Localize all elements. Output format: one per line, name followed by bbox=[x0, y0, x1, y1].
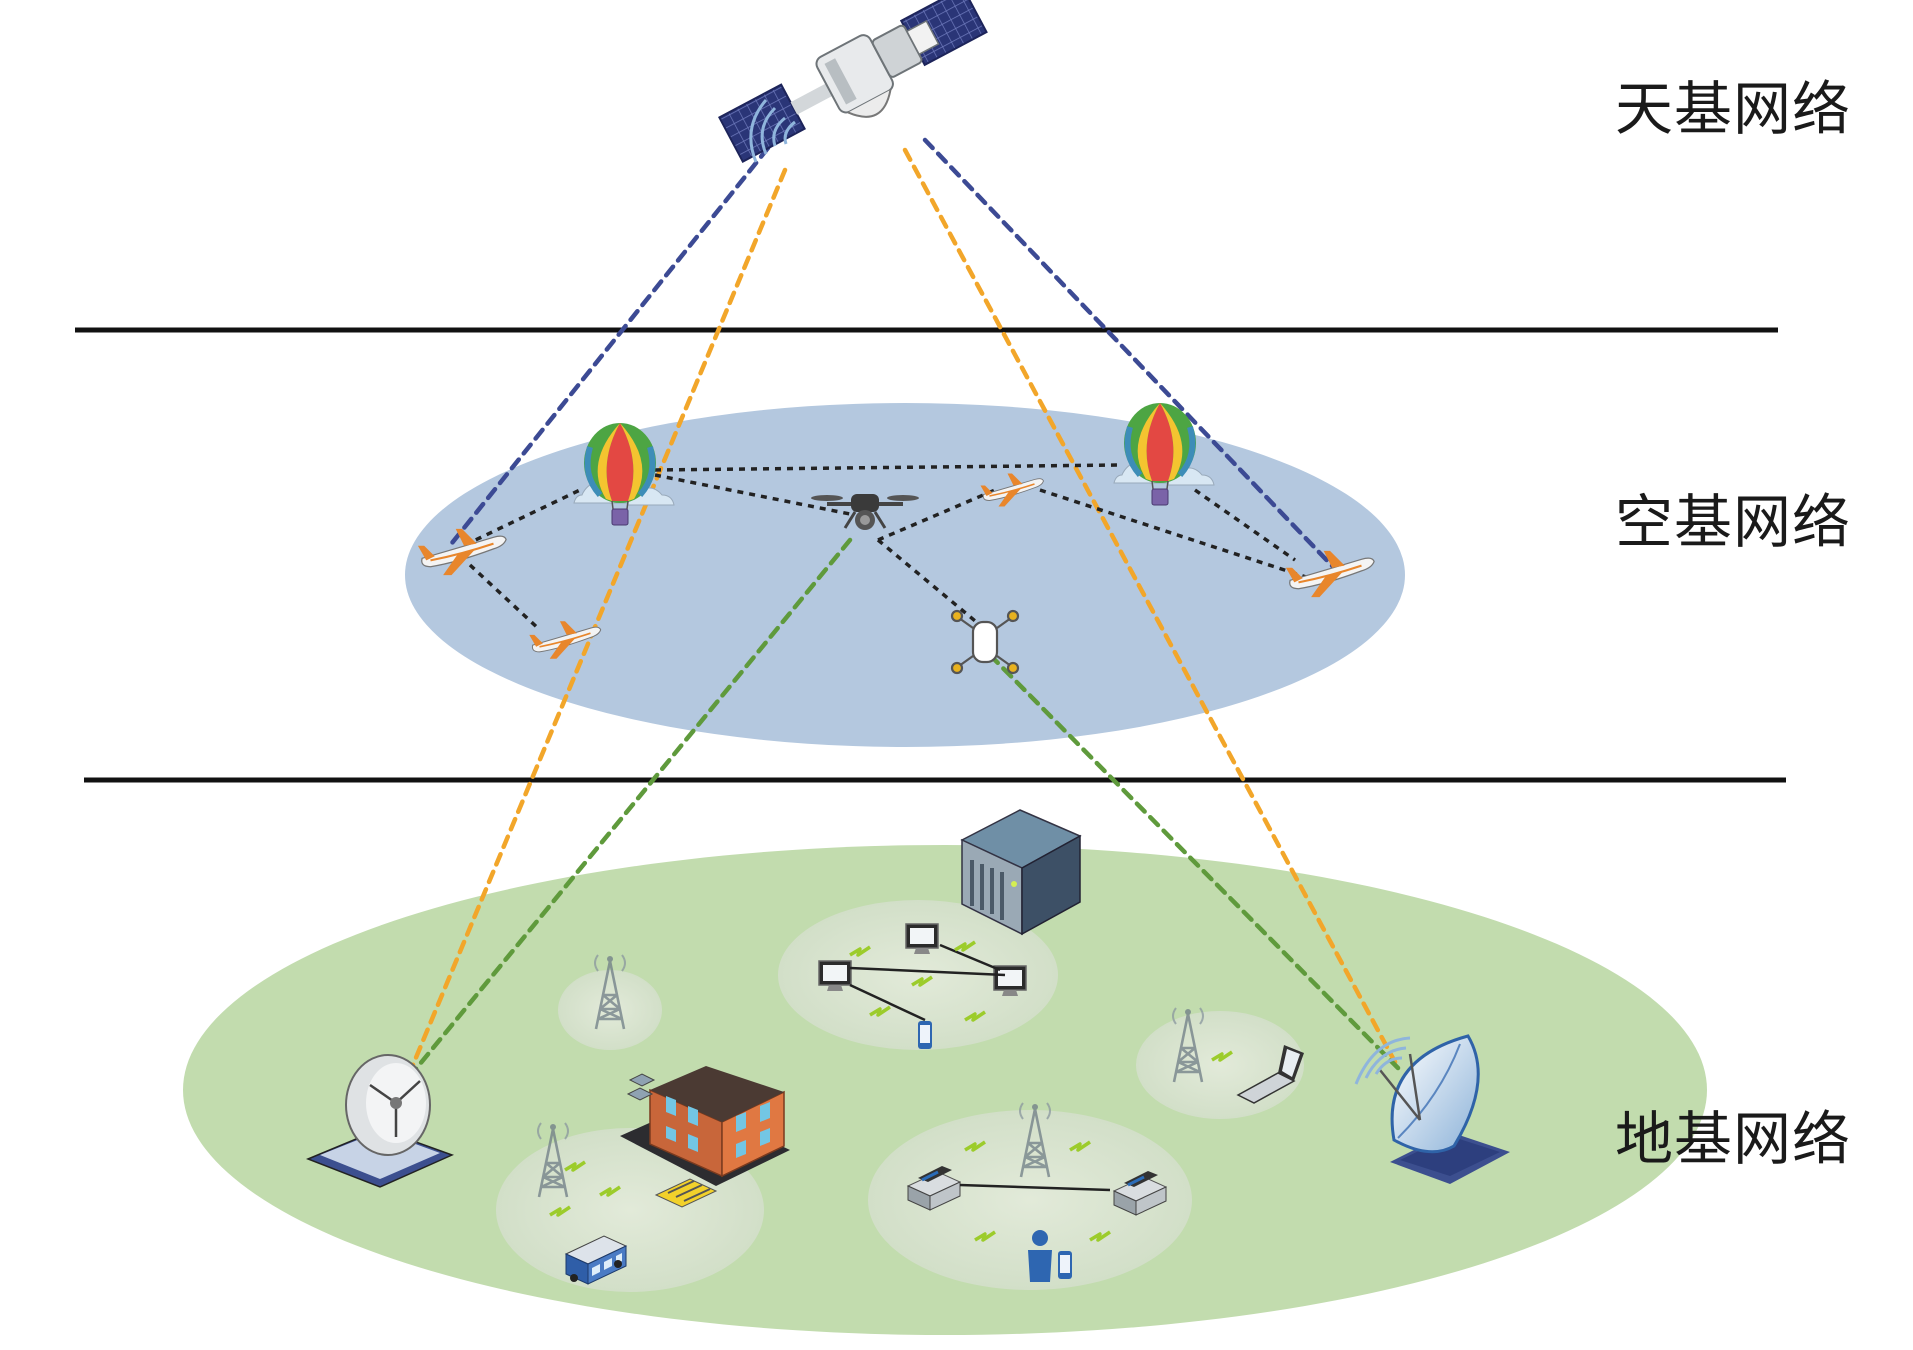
air-ground-links bbox=[412, 537, 1401, 1073]
satellite-links bbox=[407, 137, 1398, 1075]
lan-links bbox=[849, 943, 1006, 1022]
satellite-signal-icon bbox=[749, 99, 796, 163]
air-network-region bbox=[405, 403, 1405, 747]
cluster-printers bbox=[868, 1110, 1192, 1290]
parking-icon bbox=[654, 1178, 718, 1208]
quadcopter-icon bbox=[950, 609, 1020, 675]
server-icon bbox=[960, 809, 1082, 936]
link-sat-radar-dish bbox=[902, 147, 1398, 1065]
air-mesh-links bbox=[464, 463, 1316, 632]
phone-icon bbox=[918, 1021, 932, 1049]
link-sat-plane-left bbox=[445, 145, 771, 551]
cluster-tower-laptop bbox=[1136, 1011, 1304, 1119]
ground-station-icon bbox=[305, 1054, 455, 1188]
cluster-server-lan bbox=[778, 900, 1058, 1050]
space-network-label: 天基网络 bbox=[1615, 75, 1852, 143]
printer-links bbox=[959, 1183, 1111, 1192]
air-network-label: 空基网络 bbox=[1615, 488, 1852, 556]
ground-network-label: 地基网络 bbox=[1615, 1105, 1852, 1173]
link-drone-ground-station bbox=[412, 537, 853, 1073]
link-sat-plane-right bbox=[922, 137, 1341, 575]
laptop-icon bbox=[1236, 1045, 1304, 1104]
drone-icon bbox=[811, 494, 919, 530]
phone-icon bbox=[1058, 1251, 1072, 1279]
bus-icon bbox=[564, 1235, 628, 1285]
satellite-icon bbox=[718, 0, 988, 163]
radar-dish-icon bbox=[1354, 1034, 1510, 1184]
person-icon bbox=[1028, 1230, 1052, 1282]
building-icon bbox=[620, 1066, 790, 1186]
link-quadcopter-radar-dish bbox=[987, 652, 1401, 1071]
link-sat-ground-station bbox=[407, 167, 788, 1075]
